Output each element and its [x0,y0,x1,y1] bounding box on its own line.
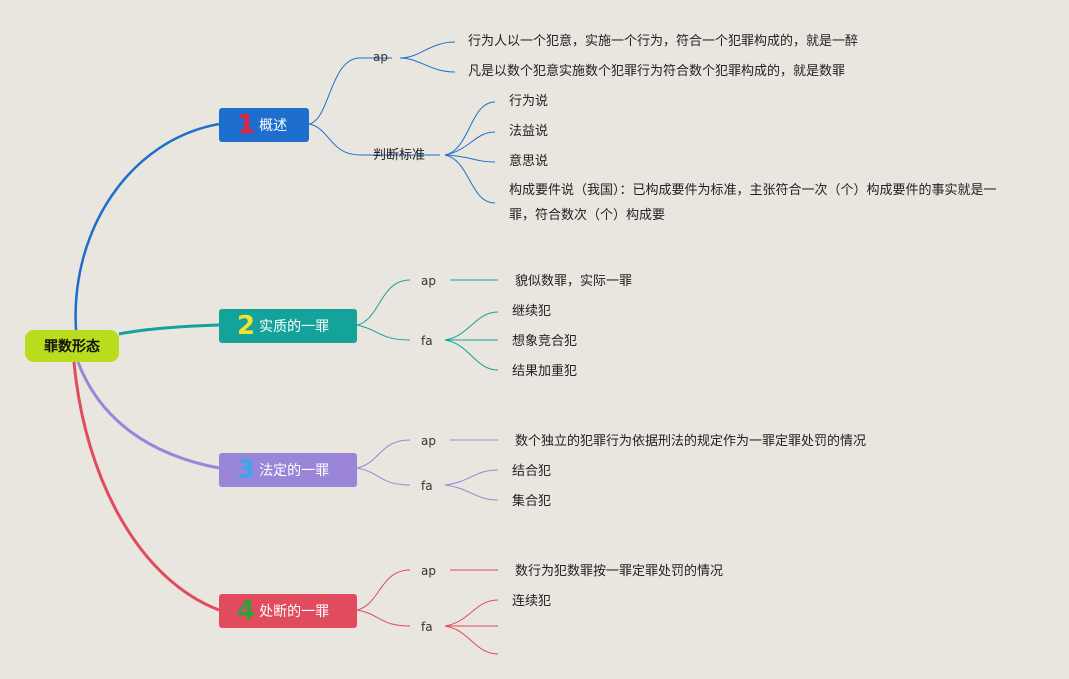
connector-b1-ap-1 [399,41,456,59]
number-2-icon: 2 [237,311,256,341]
connector-b4-fa-3 [444,625,499,655]
root-node[interactable]: 罪数形态 [25,330,119,362]
branch-title: 处断的一罪 [259,604,330,620]
group-label-fa[interactable]: fa [421,479,433,493]
connector-b2-fa [356,324,411,341]
branch-title: 法定的一罪 [259,463,330,479]
connector-root-branch2 [118,323,220,336]
group-label-ap[interactable]: ap [421,434,436,448]
group-label-criteria[interactable]: 判断标准 [373,148,426,163]
number-1-icon: 1 [237,110,256,140]
connector-b3-fa-1 [444,469,499,486]
leaf-node[interactable]: 法益说 [509,124,549,139]
leaf-node[interactable]: 凡是以数个犯意实施数个犯罪行为符合数个犯罪构成的，就是数罪 [468,64,846,79]
connector-b2-ap [356,279,411,326]
group-label-ap[interactable]: ap [373,50,388,64]
leaf-node[interactable]: 集合犯 [512,494,552,509]
group-label-fa[interactable]: fa [421,334,433,348]
branch-node-3[interactable]: 3 法定的一罪 [219,453,357,487]
connector-b4-fa [356,609,411,627]
branch-node-1[interactable]: 1 概述 [219,108,309,142]
number-3-icon: 3 [237,455,256,485]
connector-b1-std-3 [444,154,496,163]
connector-b3-fa [356,467,411,486]
connector-b4-ap [356,569,411,611]
connector-b1-std-4 [444,154,496,204]
leaf-node[interactable]: 结果加重犯 [512,364,578,379]
branch-node-4[interactable]: 4 处断的一罪 [219,594,357,628]
branch-node-2[interactable]: 2 实质的一罪 [219,309,357,343]
connector-b4-fa-1 [444,599,499,627]
number-4-icon: 4 [237,596,256,626]
leaf-node[interactable]: 行为人以一个犯意，实施一个行为，符合一个犯罪构成的，就是一醉 [468,34,859,49]
leaf-node[interactable]: 数行为犯数罪按一罪定罪处罚的情况 [515,564,724,579]
leaf-node[interactable]: 连续犯 [512,594,552,609]
connector-root-branch1 [74,122,220,331]
leaf-node[interactable]: 数个独立的犯罪行为依据刑法的规定作为一罪定罪处罚的情况 [515,434,867,449]
connector-b2-fa-3 [444,339,499,371]
group-label-ap[interactable]: ap [421,564,436,578]
leaf-node[interactable]: 结合犯 [512,464,552,479]
leaf-node-multiline[interactable]: 构成要件说（我国）：已构成要件为标准，主张符合一次（个）构成要件的事实就是一罪，… [509,183,997,223]
branch-title: 实质的一罪 [259,319,330,335]
connector-root-branch3 [76,361,220,470]
connector-b1-ap [308,57,392,125]
group-label-ap[interactable]: ap [421,274,436,288]
leaf-node[interactable]: 意思说 [509,154,549,169]
leaf-node[interactable]: 貌似数罪，实际一罪 [515,274,633,289]
connector-b1-ap-2 [399,57,456,73]
group-label-fa[interactable]: fa [421,620,433,634]
leaf-node[interactable]: 继续犯 [512,304,552,319]
connector-b3-ap [356,439,411,469]
connector-root-branch4 [72,361,220,612]
leaf-node[interactable]: 想象竞合犯 [512,334,578,349]
branch-title: 概述 [259,118,288,134]
leaf-node[interactable]: 行为说 [509,94,549,109]
connector-b1-std-1 [444,101,496,156]
connector-b3-fa-2 [444,484,499,501]
root-label: 罪数形态 [44,339,100,355]
connector-b1-std [308,123,440,156]
connector-b1-std-2 [444,131,496,156]
connector-b2-fa-1 [444,311,499,341]
